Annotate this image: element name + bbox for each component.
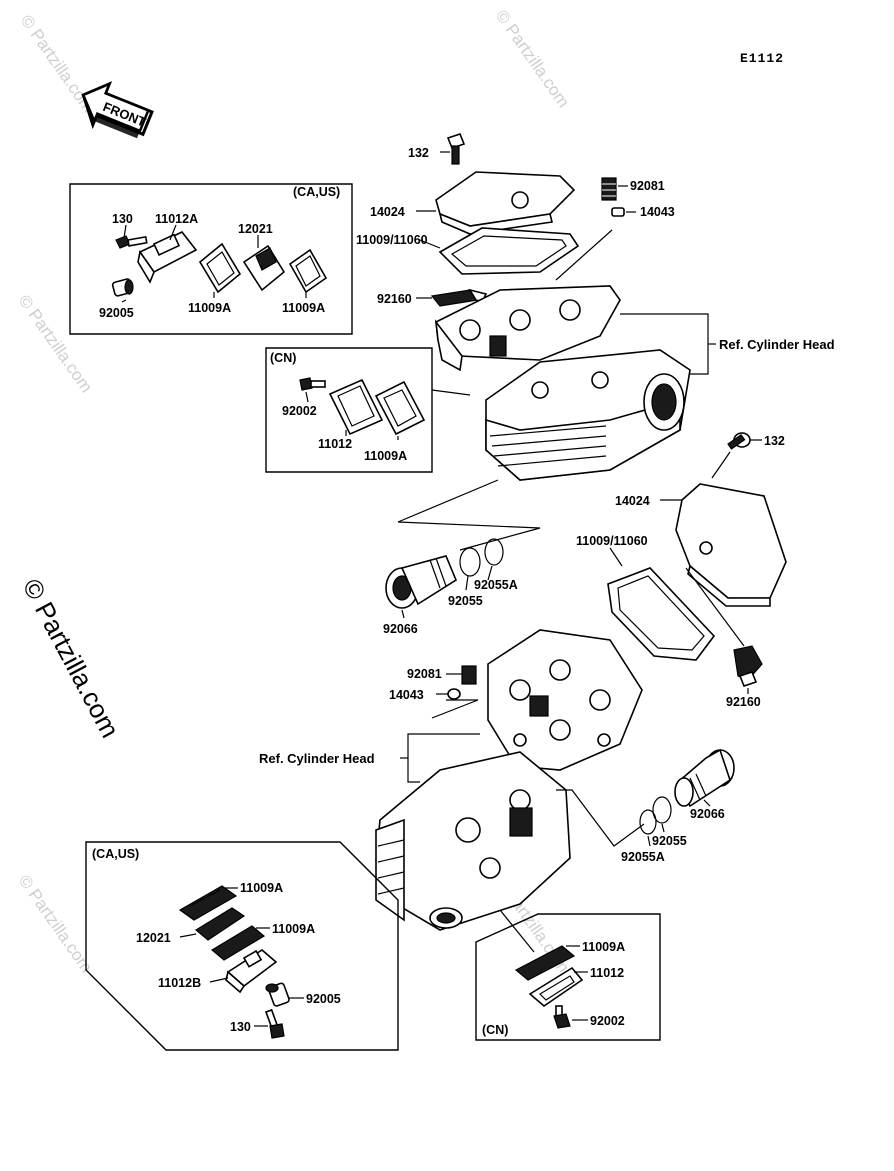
reed-valve-12021-bottom-icon — [194, 907, 246, 941]
gasket-11009a-bottom-2-icon — [210, 925, 266, 961]
label-92005-top: 92005 — [99, 306, 134, 320]
gasket-11009a-2-icon — [288, 248, 328, 294]
gasket-11009-11060-right-icon — [607, 567, 716, 661]
label-92066-top: 92066 — [383, 622, 418, 636]
cylinder-cover-14024-top-icon — [435, 171, 576, 235]
gasket-11009a-1-icon — [198, 242, 242, 294]
cap-92005-bottom-icon — [265, 982, 290, 1007]
watermark-top-center: © Partzilla.com — [492, 6, 573, 111]
cn-top-box: (CN) 92002 11012 11009A — [265, 347, 471, 473]
bolt-92002-icon — [299, 377, 326, 391]
intake-pipe-92066-top-icon — [385, 555, 457, 609]
bolt-132-right-icon — [727, 432, 751, 450]
label-92055a-lower: 92055A — [621, 850, 665, 864]
reed-housing-11012a-icon — [137, 231, 198, 284]
reed-housing-11012-bottom-icon — [528, 966, 584, 1008]
label-12021-bottom: 12021 — [136, 931, 171, 945]
label-11012b: 11012B — [158, 976, 201, 990]
label-92055a-top: 92055A — [474, 578, 518, 592]
label-12021-top: 12021 — [238, 222, 273, 236]
plug-14043-top-icon — [611, 207, 625, 217]
cylinder-cover-14024-right-icon — [675, 483, 787, 607]
group-label-ca-us-bottom: (CA,US) — [92, 847, 139, 861]
label-92066-lower: 92066 — [690, 807, 725, 821]
reed-housing-11012-icon — [328, 378, 384, 436]
label-130-top: 130 — [112, 212, 133, 226]
o-ring-92055a-lower-icon — [639, 809, 657, 835]
label-11009a-bottom-1: 11009A — [240, 881, 283, 895]
gasket-11009a-bottom-1-icon — [178, 885, 238, 921]
cap-92005-icon — [111, 278, 134, 297]
bracket-92160-right-icon — [733, 645, 763, 687]
label-11012a: 11012A — [155, 212, 198, 226]
cam-holder-top-icon — [434, 285, 621, 372]
label-11009a-bottom-2: 11009A — [272, 922, 315, 936]
watermark-large-side: © Partzilla.com — [17, 574, 126, 743]
intake-pipe-top-group: 92055A 92055 92066 — [383, 538, 518, 636]
label-92055-lower: 92055 — [652, 834, 687, 848]
bolt-130-bottom-icon — [264, 1008, 285, 1039]
label-11009a-top-1: 11009A — [188, 301, 231, 315]
diagram-code: E1112 — [740, 51, 784, 66]
label-11012-cn-bottom: 11012 — [590, 966, 624, 980]
o-ring-92055-top-icon — [459, 547, 481, 577]
gasket-11009a-cn-icon — [374, 380, 426, 436]
cam-holder-lower-icon — [487, 629, 643, 771]
label-14043-top: 14043 — [640, 205, 675, 219]
cylinder-head-lower-icon — [375, 751, 571, 931]
top-head-assembly: 132 14024 92081 14043 11009/11060 — [356, 133, 835, 551]
bolt-130-icon — [115, 235, 148, 249]
o-ring-92055-lower-icon — [652, 796, 672, 824]
watermark-mid-left: © Partzilla.com — [15, 291, 96, 396]
label-92002-top: 92002 — [282, 404, 317, 418]
label-11009-11060-right: 11009/11060 — [576, 534, 648, 548]
label-132-top: 132 — [408, 146, 429, 160]
bolt-132-top-icon — [446, 133, 466, 165]
label-11009a-cn-top: 11009A — [364, 449, 407, 463]
front-arrow-icon: FRONT — [81, 81, 154, 139]
label-11012-top: 11012 — [318, 437, 352, 451]
o-ring-92055a-top-icon — [484, 538, 504, 566]
label-ref-cylinder-head-lower: Ref. Cylinder Head — [259, 751, 375, 766]
label-14043-lower: 14043 — [389, 688, 424, 702]
label-11009a-top-2: 11009A — [282, 301, 325, 315]
right-cover-group: 132 14024 11009/11060 92160 — [576, 432, 787, 709]
group-label-ca-us-top: (CA,US) — [293, 185, 340, 199]
reed-housing-11012b-icon — [225, 949, 278, 994]
gasket-11009a-cn-bottom-icon — [514, 945, 576, 981]
label-92081-lower: 92081 — [407, 667, 442, 681]
ca-us-bottom-box: (CA,US) 11009A 12021 11009A 11012B 92005 — [85, 841, 399, 1051]
spring-92081-top-icon — [601, 177, 617, 201]
group-label-cn-top: (CN) — [270, 351, 296, 365]
label-130-bottom: 130 — [230, 1020, 251, 1034]
plug-14043-lower-icon — [447, 688, 461, 700]
gasket-11009-11060-top-icon — [438, 227, 580, 275]
label-92081-top: 92081 — [630, 179, 665, 193]
label-92055-top: 92055 — [448, 594, 483, 608]
watermark-lower-left: © Partzilla.com — [15, 871, 96, 976]
label-14024-right: 14024 — [615, 494, 650, 508]
lower-head-assembly: 92081 14043 Ref. Cylinder Head — [259, 629, 735, 931]
label-92160-top: 92160 — [377, 292, 412, 306]
intake-pipe-92066-lower-icon — [674, 748, 735, 808]
label-ref-cylinder-head-top: Ref. Cylinder Head — [719, 337, 835, 352]
label-132-right: 132 — [764, 434, 785, 448]
cylinder-head-top-icon — [485, 349, 691, 481]
group-label-cn-bottom: (CN) — [482, 1023, 508, 1037]
label-11009a-cn-bottom: 11009A — [582, 940, 625, 954]
label-92160-right: 92160 — [726, 695, 761, 709]
reed-valve-12021-icon — [242, 244, 286, 292]
label-11009-11060-top: 11009/11060 — [356, 233, 428, 247]
cn-bottom-box: (CN) 11009A 11012 92002 — [475, 909, 661, 1041]
spring-92081-lower-icon — [461, 665, 477, 685]
label-14024-top: 14024 — [370, 205, 405, 219]
label-92005-bottom: 92005 — [306, 992, 341, 1006]
bolt-92002-bottom-icon — [553, 1005, 571, 1029]
label-92002-cn-bottom: 92002 — [590, 1014, 625, 1028]
ca-us-top-box: (CA,US) — [69, 183, 353, 335]
